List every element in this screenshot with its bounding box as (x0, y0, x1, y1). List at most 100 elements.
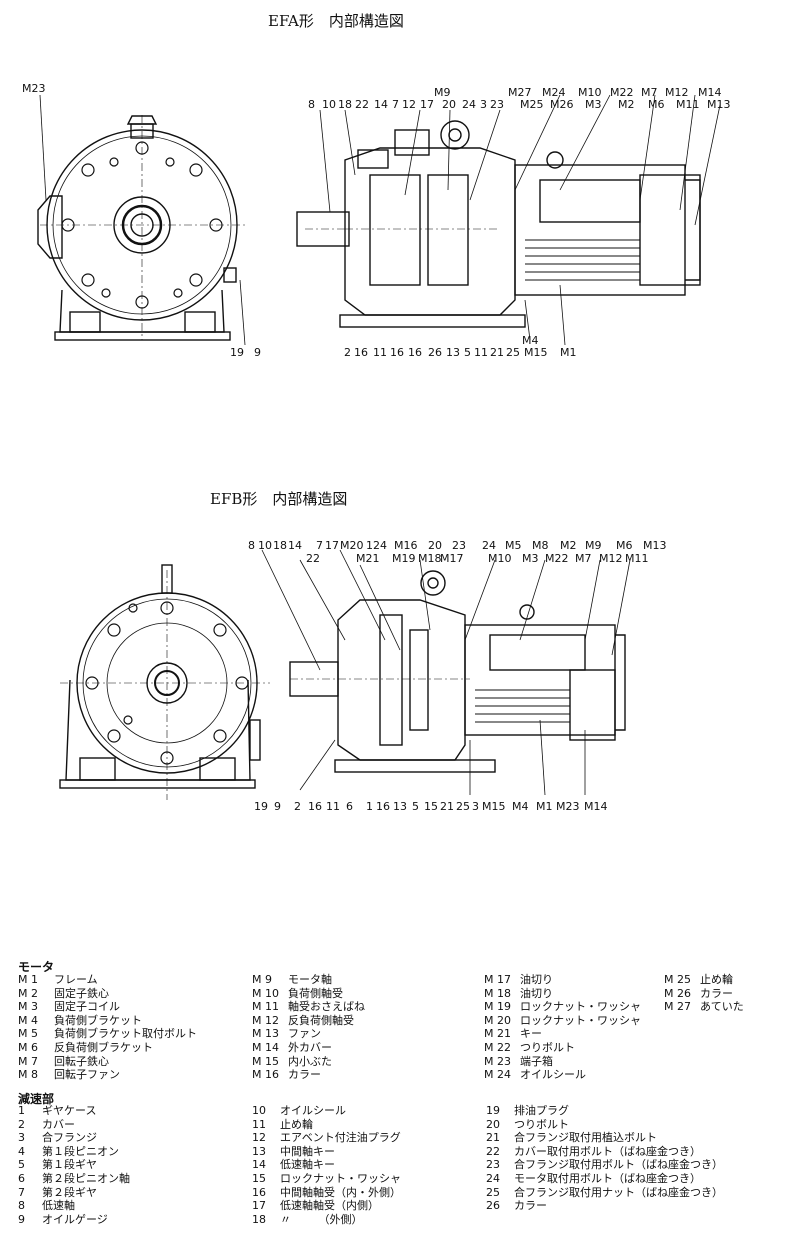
diagram-b-side-view (289, 570, 626, 773)
label-a-m13: M13 (707, 98, 731, 111)
label-b-m9: M9 (585, 539, 602, 552)
label-a-3: 3 (480, 98, 487, 111)
label-b-7: 7 (316, 539, 323, 552)
label-b-17: 17 (325, 539, 339, 552)
label-b-m18: M18 (418, 552, 442, 565)
diagram-a-leaders (39, 94, 721, 346)
label-b-12: 12 (366, 539, 380, 552)
label-a-20: 20 (442, 98, 456, 111)
label-a-21: 21 (490, 346, 504, 359)
label-b-m13: M13 (643, 539, 667, 552)
label-a-14: 14 (374, 98, 388, 111)
label-b-3: 3 (472, 800, 479, 813)
diagram-a: M23 8 10 18 22 14 7 12 17 20 24 3 23 M27… (22, 82, 731, 359)
label-a-11b: 11 (474, 346, 488, 359)
label-b-m22: M22 (545, 552, 569, 565)
label-a-m10: M10 (578, 86, 602, 99)
label-b-m8: M8 (532, 539, 549, 552)
label-b-6: 6 (346, 800, 353, 813)
diagram-b-labels: 8 10 18 14 7 17 M20 12 4 M16 20 23 24 M5… (248, 539, 667, 813)
label-a-5: 5 (464, 346, 471, 359)
diagram-a-labels: M23 8 10 18 22 14 7 12 17 20 24 3 23 M27… (22, 82, 731, 359)
label-a-22: 22 (355, 98, 369, 111)
label-a-m22: M22 (610, 86, 634, 99)
label-b-24: 24 (482, 539, 496, 552)
label-a-m25: M25 (520, 98, 544, 111)
diagram-a-side-view (296, 120, 701, 328)
label-a-26: 26 (428, 346, 442, 359)
label-b-14: 14 (288, 539, 302, 552)
label-a-m15: M15 (524, 346, 548, 359)
label-b-1: 1 (366, 800, 373, 813)
label-b-m2: M2 (560, 539, 577, 552)
label-a-16b: 16 (390, 346, 404, 359)
label-b-m17: M17 (440, 552, 464, 565)
label-b-25: 25 (456, 800, 470, 813)
label-b-4: 4 (380, 539, 387, 552)
label-b-m10: M10 (488, 552, 512, 565)
motor-section-header: モータ (18, 960, 55, 974)
label-a-18: 18 (338, 98, 352, 111)
diagram-b-end-view (59, 564, 270, 800)
label-a-24: 24 (462, 98, 476, 111)
label-a-m6: M6 (648, 98, 665, 111)
label-b-m5: M5 (505, 539, 522, 552)
reducer-section-header: 減速部 (18, 1092, 55, 1106)
label-b-m4: M4 (512, 800, 529, 813)
label-b-21: 21 (440, 800, 454, 813)
label-a-m7: M7 (641, 86, 658, 99)
label-b-m6: M6 (616, 539, 633, 552)
label-b-13: 13 (393, 800, 407, 813)
label-a-13: 13 (446, 346, 460, 359)
label-a-25: 25 (506, 346, 520, 359)
label-b-m14: M14 (584, 800, 608, 813)
label-b-m16: M16 (394, 539, 418, 552)
diagram-b-title: EFB形 内部構造図 (210, 490, 348, 508)
label-a-m24: M24 (542, 86, 566, 99)
label-a-m11: M11 (676, 98, 700, 111)
label-b-18: 18 (273, 539, 287, 552)
label-b-m19: M19 (392, 552, 416, 565)
label-b-20: 20 (428, 539, 442, 552)
label-a-16c: 16 (408, 346, 422, 359)
label-a-m9: M9 (434, 86, 451, 99)
label-b-m15: M15 (482, 800, 506, 813)
label-b-11: 11 (326, 800, 340, 813)
label-b-22: 22 (306, 552, 320, 565)
label-b-m11: M11 (625, 552, 649, 565)
